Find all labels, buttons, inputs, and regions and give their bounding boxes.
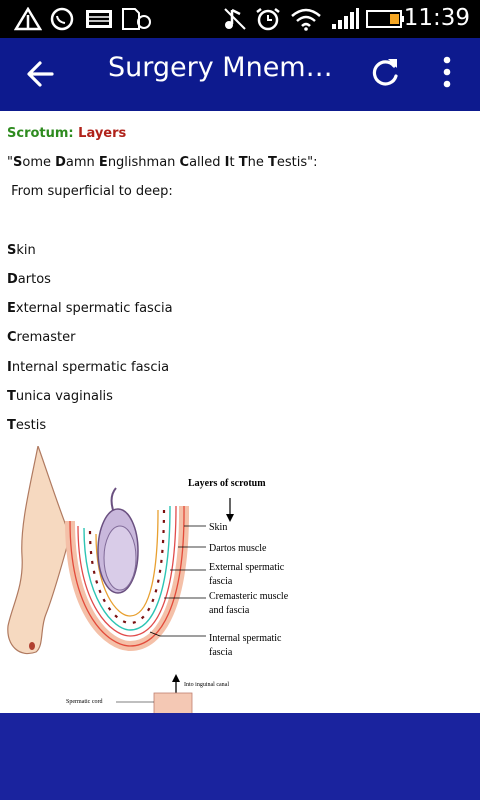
urethral-opening <box>29 642 35 650</box>
status-time: 11:39 <box>403 5 470 31</box>
inguinal-arrowhead <box>172 674 180 682</box>
heading-subtopic: Layers <box>78 126 127 141</box>
article-content: Scrotum: Layers "Some Damn Englishman Ca… <box>0 111 480 713</box>
layer-letter: C <box>7 330 17 345</box>
mnemonic-word: nglishman <box>107 155 180 170</box>
layer-text: nternal spermatic fascia <box>11 360 170 375</box>
mnemonic-word: ome <box>22 155 56 170</box>
cremasteric-layer <box>88 507 166 625</box>
page-title: Surgery Mnem… <box>108 52 333 83</box>
mnemonic-letter: T <box>268 155 277 170</box>
order-note: From superficial to deep: <box>7 184 173 199</box>
signal-icon <box>332 8 359 29</box>
mnemonic-line: "Some Damn Englishman Called It The Test… <box>7 155 318 170</box>
label-internal-fascia-2: fascia <box>209 647 233 658</box>
heading-topic: Scrotum: <box>7 126 79 141</box>
list-item: Skin <box>7 243 36 258</box>
layer-letter: D <box>7 272 18 287</box>
arrow-back-icon[interactable] <box>22 56 62 92</box>
more-vert-icon[interactable] <box>432 54 462 94</box>
label-spermatic-cord: Spermatic cord <box>66 699 103 705</box>
list-item: Dartos <box>7 272 51 287</box>
mnemonic-word: he <box>247 155 268 170</box>
notification-icon <box>14 7 42 31</box>
mnemonic-letter: D <box>55 155 66 170</box>
label-internal-fascia: Internal spermatic <box>209 633 282 644</box>
mnemonic-letter: S <box>12 155 23 170</box>
leader-line <box>149 631 206 637</box>
mnemonic-letter: I <box>224 155 230 170</box>
list-item: Tunica vaginalis <box>7 389 113 404</box>
layer-text: unica vaginalis <box>15 389 113 404</box>
external-fascia-layer <box>83 505 171 631</box>
list-item: External spermatic fascia <box>7 301 173 316</box>
sd-card-icon <box>122 8 151 30</box>
status-bar: 11:39 <box>0 0 480 38</box>
music-off-icon <box>224 8 246 30</box>
bottom-banner <box>0 713 480 800</box>
mnemonic-letter: E <box>98 155 108 170</box>
penis-illustration <box>7 446 71 655</box>
layer-letter: S <box>7 243 17 258</box>
mnemonic-letter: T <box>238 155 248 170</box>
wifi-icon <box>291 8 321 31</box>
whatsapp-icon <box>50 7 74 31</box>
dartos-layer <box>77 505 177 637</box>
battery-icon <box>366 10 404 28</box>
layer-text: remaster <box>16 330 76 345</box>
mnemonic-open-quote: " <box>7 155 13 170</box>
article-heading: Scrotum: Layers <box>7 126 126 141</box>
label-external-fascia: External spermatic <box>209 562 285 573</box>
label-skin: Skin <box>209 522 227 533</box>
internal-fascia-layer <box>95 509 159 617</box>
gallery-icon <box>86 10 112 28</box>
diagram-title: Layers of scrotum <box>188 478 266 489</box>
layer-letter: E <box>7 301 16 316</box>
mnemonic-word: amn <box>65 155 99 170</box>
pointer-arrowhead <box>226 514 234 522</box>
list-item: Testis <box>7 418 46 433</box>
label-cremasteric-2: and fascia <box>209 605 250 616</box>
spermatic-cord-line <box>110 487 117 511</box>
list-item: Internal spermatic fascia <box>7 360 169 375</box>
testis-inner <box>103 525 137 591</box>
layer-letter: I <box>7 360 12 375</box>
mnemonic-letter: C <box>179 155 190 170</box>
app-toolbar: Surgery Mnem… <box>0 38 480 111</box>
refresh-icon[interactable] <box>366 54 404 92</box>
mnemonic-word: estis <box>276 155 308 170</box>
mnemonic-word: t <box>229 155 239 170</box>
scrotum-layers-diagram: Layers of scrotum Skin Dartos muscle Ext… <box>7 446 289 713</box>
layer-text: xternal spermatic fascia <box>15 301 173 316</box>
label-cremasteric: Cremasteric muscle <box>209 591 289 602</box>
skin-outline <box>69 505 185 647</box>
layer-text: kin <box>16 243 36 258</box>
alarm-icon <box>256 8 280 31</box>
spermatic-cord-section <box>153 692 193 713</box>
layer-letter: T <box>7 418 16 433</box>
layer-letter: T <box>7 389 16 404</box>
label-dartos: Dartos muscle <box>209 543 267 554</box>
mnemonic-word: alled <box>189 155 225 170</box>
list-item: Cremaster <box>7 330 75 345</box>
mnemonic-close-quote: ": <box>307 155 318 170</box>
layer-text: artos <box>17 272 51 287</box>
label-inguinal-canal: Into inguinal canal <box>184 682 229 688</box>
label-external-fascia-2: fascia <box>209 576 233 587</box>
layer-text: estis <box>15 418 47 433</box>
